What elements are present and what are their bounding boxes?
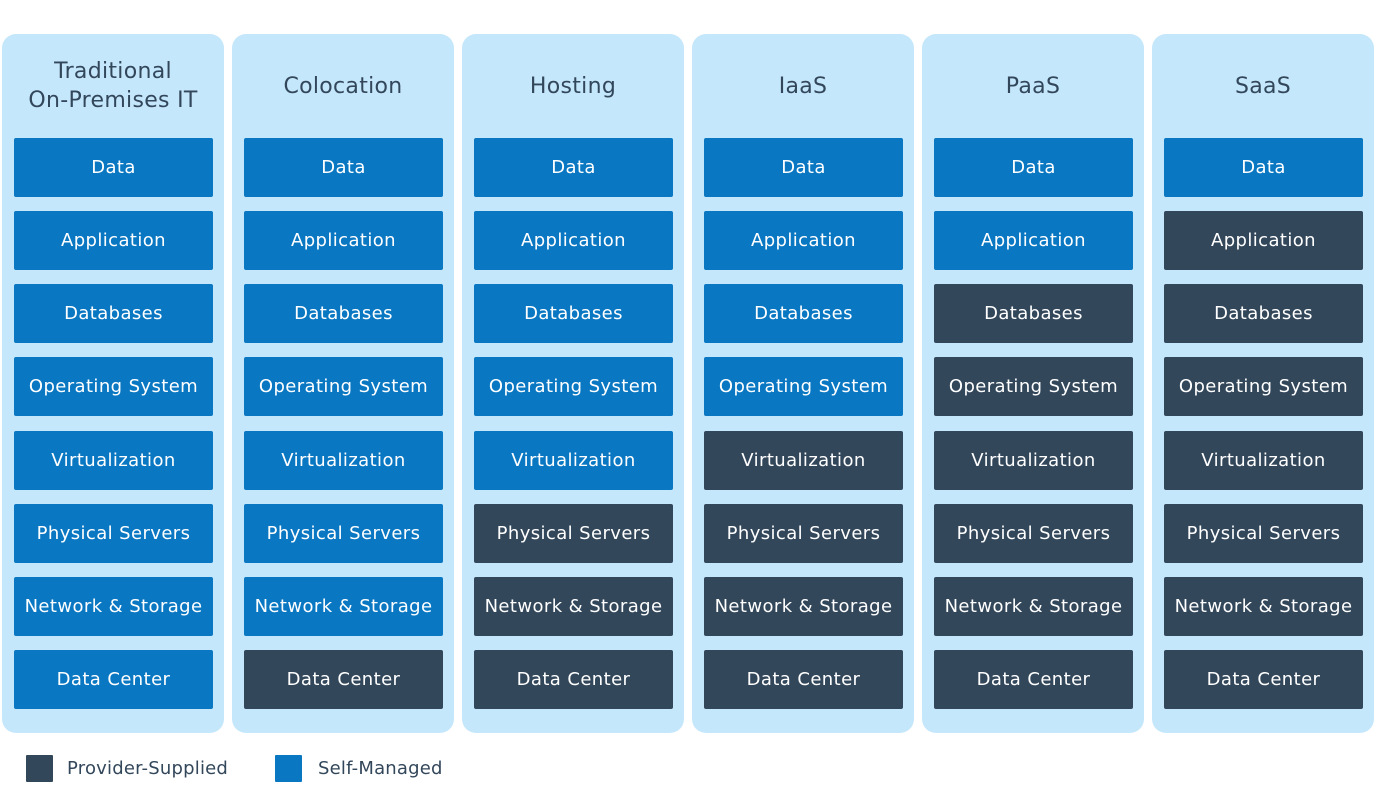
legend-label: Self-Managed bbox=[318, 758, 443, 779]
layer-block: Network & Storage bbox=[14, 577, 213, 636]
layer-block: Physical Servers bbox=[14, 504, 213, 563]
layer-block: Data Center bbox=[934, 650, 1133, 709]
layer-block: Operating System bbox=[14, 357, 213, 416]
layer-block: Databases bbox=[704, 284, 903, 343]
layer-block: Application bbox=[934, 211, 1133, 270]
layer-block: Operating System bbox=[704, 357, 903, 416]
layer-block: Databases bbox=[1164, 284, 1363, 343]
layer-block: Virtualization bbox=[474, 431, 673, 490]
layer-block: Physical Servers bbox=[244, 504, 443, 563]
layer-block: Application bbox=[244, 211, 443, 270]
layer-block: Data Center bbox=[704, 650, 903, 709]
layer-block: Network & Storage bbox=[1164, 577, 1363, 636]
layer-block: Network & Storage bbox=[934, 577, 1133, 636]
layer-block: Physical Servers bbox=[704, 504, 903, 563]
legend-label: Provider-Supplied bbox=[67, 758, 229, 779]
layer-block: Data Center bbox=[1164, 650, 1363, 709]
column-title: Hosting bbox=[529, 73, 617, 99]
layer-block: Operating System bbox=[934, 357, 1133, 416]
layer-block: Virtualization bbox=[244, 431, 443, 490]
layer-block: Network & Storage bbox=[244, 577, 443, 636]
column-title: PaaS bbox=[1005, 73, 1061, 99]
layer-block: Data bbox=[474, 138, 673, 197]
column-title: Colocation bbox=[283, 73, 403, 99]
layer-block: Data bbox=[14, 138, 213, 197]
legend: Provider-Supplied Self-Managed bbox=[0, 740, 1376, 800]
layer-block: Virtualization bbox=[1164, 431, 1363, 490]
layer-block: Physical Servers bbox=[1164, 504, 1363, 563]
layer-block: Data bbox=[934, 138, 1133, 197]
layer-block: Physical Servers bbox=[934, 504, 1133, 563]
layer-block: Databases bbox=[474, 284, 673, 343]
layer-block: Data bbox=[244, 138, 443, 197]
column-title: IaaS bbox=[778, 73, 828, 99]
layer-block: Operating System bbox=[1164, 357, 1363, 416]
column-title: Traditional On-Premises IT bbox=[28, 59, 198, 113]
layer-block: Application bbox=[704, 211, 903, 270]
layer-block: Application bbox=[474, 211, 673, 270]
layer-block: Network & Storage bbox=[474, 577, 673, 636]
column-title: SaaS bbox=[1234, 73, 1292, 99]
layer-block: Virtualization bbox=[704, 431, 903, 490]
layer-block: Virtualization bbox=[14, 431, 213, 490]
layer-block: Virtualization bbox=[934, 431, 1133, 490]
layer-block: Data Center bbox=[14, 650, 213, 709]
layer-block: Data Center bbox=[474, 650, 673, 709]
layer-block: Physical Servers bbox=[474, 504, 673, 563]
layer-block: Application bbox=[1164, 211, 1363, 270]
layer-block: Data bbox=[704, 138, 903, 197]
layer-block: Data Center bbox=[244, 650, 443, 709]
layer-block: Databases bbox=[934, 284, 1133, 343]
layer-block: Operating System bbox=[474, 357, 673, 416]
legend-swatch bbox=[26, 755, 53, 782]
layer-block: Network & Storage bbox=[704, 577, 903, 636]
layer-block: Databases bbox=[14, 284, 213, 343]
layer-block: Operating System bbox=[244, 357, 443, 416]
layer-block: Data bbox=[1164, 138, 1363, 197]
legend-swatch bbox=[275, 755, 302, 782]
layer-block: Application bbox=[14, 211, 213, 270]
layer-block: Databases bbox=[244, 284, 443, 343]
